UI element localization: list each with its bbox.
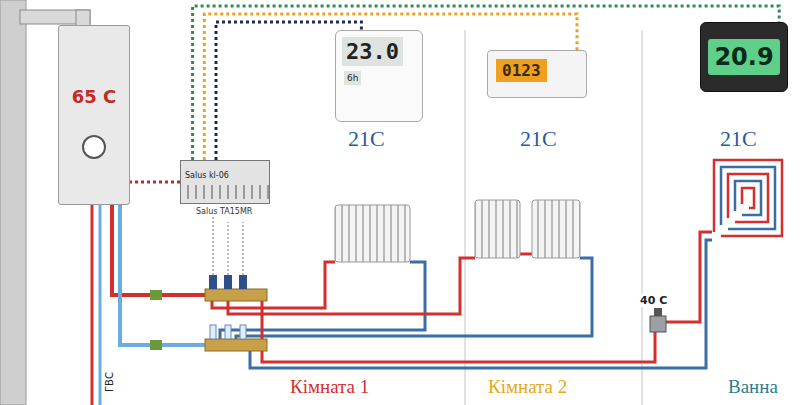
coil-loop (728, 174, 768, 222)
return-pipe (120, 205, 205, 345)
actuator-wire (213, 214, 214, 275)
signal-wire (193, 6, 780, 160)
coil-loop (735, 181, 761, 215)
room-label: Ванна (728, 376, 778, 398)
boiler: 65 C (58, 25, 130, 205)
chimney (0, 0, 26, 405)
supply-pipe (112, 205, 205, 295)
room-label: Кімната 2 (488, 376, 567, 398)
setpoint-label: 21C (720, 126, 757, 152)
return-pipe (220, 262, 425, 351)
actuator (239, 275, 247, 289)
mixing-valve-head (654, 308, 662, 316)
pressure-gauge (82, 135, 106, 159)
floor-supply-pipe (262, 301, 655, 362)
room-divider (642, 30, 643, 405)
cold-water-pipe (99, 205, 102, 405)
flow-meter (210, 325, 216, 339)
actuator (209, 275, 217, 289)
setpoint-label: 21C (520, 126, 557, 152)
floor-return-pipe (250, 240, 712, 368)
room-label: Кімната 1 (290, 376, 369, 398)
supply-pipe (228, 258, 475, 314)
coil-loop (742, 188, 754, 208)
ball-valve (150, 290, 162, 300)
temperature-label: 65 C (72, 86, 117, 107)
ball-valve (150, 340, 162, 350)
mixing-valve (650, 316, 666, 332)
return-manifold (205, 339, 267, 351)
display-reading: 23.0 (342, 37, 403, 66)
radiator (335, 205, 410, 262)
radiator (475, 200, 520, 258)
room-thermostat: 20.9 (700, 22, 788, 92)
hot-water-label: ГВС (104, 372, 115, 392)
coil-loop (721, 167, 775, 229)
display-reading: 6h (344, 71, 361, 85)
flow-meter (225, 325, 231, 339)
temperature-label: 40 C (640, 294, 667, 307)
wiring-center: Salus kl-06 (180, 160, 270, 204)
supply-manifold (205, 289, 267, 301)
actuator (224, 275, 232, 289)
room-thermostat: 0123 (487, 50, 587, 98)
device-label: Salus TA15MR (196, 207, 252, 216)
hot-water-pipe (91, 205, 94, 405)
display-reading: 0123 (496, 59, 547, 82)
coil-loop (714, 160, 782, 236)
display-reading: 20.9 (708, 39, 779, 75)
radiator (532, 200, 580, 258)
actuator-wire (243, 222, 244, 275)
return-pipe (236, 258, 592, 351)
room-thermostat: 23.0 6h (335, 30, 423, 122)
room-divider (465, 30, 466, 405)
setpoint-label: 21C (348, 126, 385, 152)
actuator-wire (228, 222, 229, 275)
underfloor-coil (714, 160, 782, 236)
flow-meter (240, 325, 246, 339)
signal-wire (130, 181, 180, 184)
device-label: Salus kl-06 (185, 171, 229, 180)
